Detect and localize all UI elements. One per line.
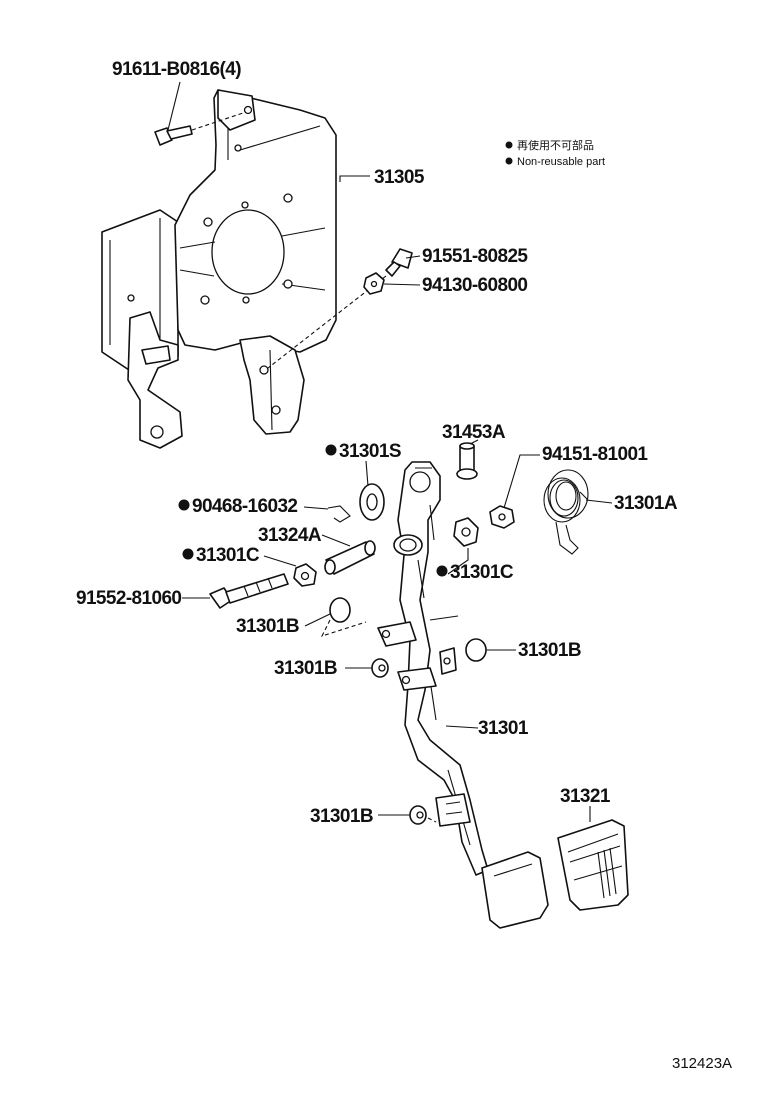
upper-nut (363, 272, 385, 295)
legend-line-2: Non-reusable part (517, 156, 605, 168)
figure-reference: 312423A (672, 1055, 732, 1072)
label-nut-upper: 94130-60800 (422, 275, 527, 296)
cushion-b-2 (371, 658, 389, 678)
non-reusable-mark-bushing-c-right (436, 565, 448, 577)
label-pin: 31453A (442, 422, 506, 443)
return-spring (543, 469, 589, 555)
cushion-b-3 (465, 638, 487, 662)
label-spring: 31301A (614, 493, 678, 514)
part-labels: 91611-B0816(4) 31305 91551-80825 94130-6… (76, 59, 732, 1072)
label-bolt-upper: 91551-80825 (422, 246, 528, 267)
label-bracket: 31305 (374, 167, 425, 188)
cushion-b-1 (320, 597, 367, 637)
pivot-bolt (209, 573, 289, 609)
legend-line-1: 再使用不可部品 (517, 138, 594, 152)
collar (324, 540, 376, 575)
label-pedal-arm: 31301 (478, 718, 529, 739)
pedal-arm (377, 461, 489, 876)
label-bushing-c-left: 31301C (196, 545, 260, 566)
legend-bullet-1 (505, 141, 513, 149)
clip (327, 505, 351, 523)
label-pivot-nut: 94151-81001 (542, 444, 648, 465)
legend-bullet-2 (505, 157, 513, 165)
upper-bolt (267, 248, 413, 369)
bracket-bolt (154, 111, 247, 146)
pin (456, 442, 478, 480)
label-bolt-bracket: 91611-B0816(4) (112, 59, 241, 80)
non-reusable-mark-bushing-c-left (182, 548, 194, 560)
label-clip: 90468-16032 (192, 496, 297, 517)
non-reusable-mark-clip (178, 499, 190, 511)
pedal-pad-on-arm (481, 851, 549, 929)
label-cushion-b-4: 31301B (310, 806, 373, 827)
label-cushion-b-1: 31301B (236, 616, 299, 637)
label-bushing-c-right: 31301C (450, 562, 514, 583)
label-pedal-pad: 31321 (560, 786, 611, 807)
pedal-pad (557, 819, 629, 911)
label-bushing-s: 31301S (339, 441, 401, 462)
bushing-c-left (293, 563, 317, 587)
bushing-c-right (453, 517, 479, 547)
leader-lines (167, 81, 613, 822)
label-pivot-bolt: 91552-81060 (76, 588, 181, 609)
cushion-b-4 (409, 805, 437, 825)
pivot-nut (489, 505, 515, 529)
non-reusable-mark-bushing-s (325, 444, 337, 456)
legend: 再使用不可部品 Non-reusable part (505, 138, 605, 168)
pedal-bracket (101, 89, 337, 449)
label-collar: 31324A (258, 525, 322, 546)
label-cushion-b-2: 31301B (274, 658, 337, 679)
label-cushion-b-3: 31301B (518, 640, 581, 661)
bushing-s (359, 483, 385, 521)
